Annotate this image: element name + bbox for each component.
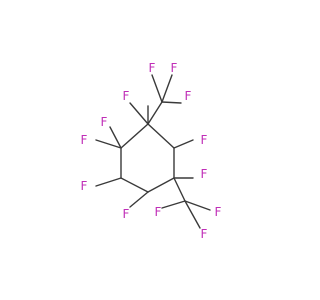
diagram-background — [0, 0, 300, 300]
fluorine-atom-label: F — [171, 61, 178, 75]
ring-bond — [147, 177, 175, 193]
ring-bond — [120, 177, 149, 193]
atom-labels: F F F F F F F F F F F F F — [81, 61, 222, 241]
f-bond — [95, 177, 122, 187]
ring-bond — [147, 123, 175, 149]
fluorine-atom-label: F — [215, 205, 222, 219]
cf3-bond — [173, 177, 186, 202]
f-bond — [184, 200, 201, 229]
f-bond — [161, 200, 186, 209]
cf3-bond — [147, 101, 163, 125]
fluorine-atom-label: F — [101, 115, 108, 129]
fluorine-atom-label: F — [123, 207, 130, 221]
fluorine-atom-label: F — [201, 167, 208, 181]
f-bond — [161, 101, 182, 104]
f-bond — [151, 74, 163, 103]
f-bond — [129, 191, 149, 208]
fluorine-atom-label: F — [201, 133, 208, 147]
ring-bond — [120, 123, 149, 149]
f-bond — [109, 126, 122, 149]
fluorine-atom-label: F — [201, 227, 208, 241]
fluorine-atom-label: F — [123, 89, 130, 103]
f-bond — [173, 139, 194, 149]
fluorine-atom-label: F — [155, 205, 162, 219]
bond-lines — [95, 74, 211, 229]
f-bond — [184, 200, 211, 211]
fluorine-atom-label: F — [81, 179, 88, 193]
fluorine-atom-label: F — [81, 133, 88, 147]
f-bond — [161, 74, 173, 103]
structural-formula-diagram: F F F F F F F F F F F F F — [0, 0, 300, 300]
f-bond — [95, 139, 122, 149]
fluorine-atom-label: F — [185, 89, 192, 103]
fluorine-atom-label: F — [149, 61, 156, 75]
f-bond — [129, 102, 149, 125]
